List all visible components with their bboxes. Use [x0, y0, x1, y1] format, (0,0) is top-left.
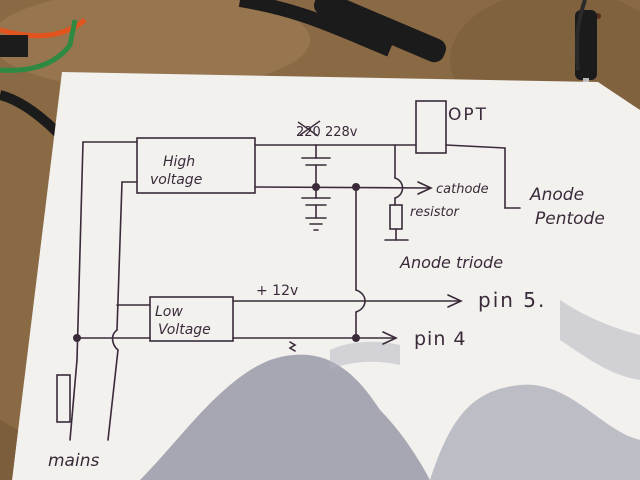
ground-tick — [288, 341, 297, 352]
wire-mains-b — [107, 329, 119, 441]
paper-shadow — [560, 300, 640, 380]
anode-pentode-label: Anode — [529, 185, 584, 205]
wire-hop-cathode — [394, 177, 404, 199]
high-voltage-block — [136, 137, 256, 194]
high-voltage-label-2: voltage — [150, 172, 202, 188]
arrow-pin4 — [382, 331, 398, 345]
low-voltage-label-2: Voltage — [158, 322, 211, 338]
arrow-cathode — [417, 181, 433, 195]
black-component — [0, 35, 28, 57]
probe-lead — [574, 0, 587, 71]
probe-body — [313, 0, 447, 63]
opt-block — [415, 100, 447, 154]
paper-shadow — [330, 341, 400, 370]
arrow-pin5 — [447, 294, 463, 308]
junction-dot — [352, 183, 360, 191]
supply-voltage-label: 220 228v — [296, 125, 358, 140]
junction-dot — [312, 183, 320, 191]
cathode-label: cathode — [436, 182, 489, 197]
pin5-label: pin 5. — [478, 288, 546, 312]
scratch-marks — [297, 120, 321, 137]
probe-tip — [575, 10, 597, 80]
opt-label: OPT — [448, 105, 488, 125]
anode-pentode-label-2: Pentode — [535, 209, 605, 229]
paper-sheet — [12, 72, 640, 480]
low-voltage-block — [149, 296, 234, 342]
wire-mains-a — [69, 359, 78, 441]
green-wire — [0, 19, 78, 73]
black-cable-left — [0, 90, 64, 139]
circuit-diagram — [56, 100, 521, 441]
red-wire — [0, 18, 87, 39]
wire-cathode-rail — [254, 186, 431, 189]
wire-opt-right — [445, 144, 506, 149]
low-voltage-label: Low — [155, 304, 183, 320]
mains-fuse — [56, 374, 71, 423]
wire-left-vertical — [76, 141, 84, 361]
resistor-label: resistor — [410, 205, 461, 220]
junction-dot — [73, 334, 81, 342]
plus-12v-label: + 12v — [256, 283, 298, 299]
wire-hop-12v — [355, 289, 366, 313]
high-voltage-label: High — [163, 154, 195, 170]
junction-dot — [352, 334, 360, 342]
probe-cable — [238, 0, 393, 57]
paper-shadow — [430, 384, 640, 480]
pin4-label: pin 4 — [414, 328, 467, 350]
paper-shadow — [140, 354, 430, 480]
mains-label: mains — [48, 451, 99, 471]
workbench-corner — [0, 420, 18, 480]
anode-triode-label: Anode triode — [399, 253, 503, 272]
junctions — [73, 183, 360, 342]
